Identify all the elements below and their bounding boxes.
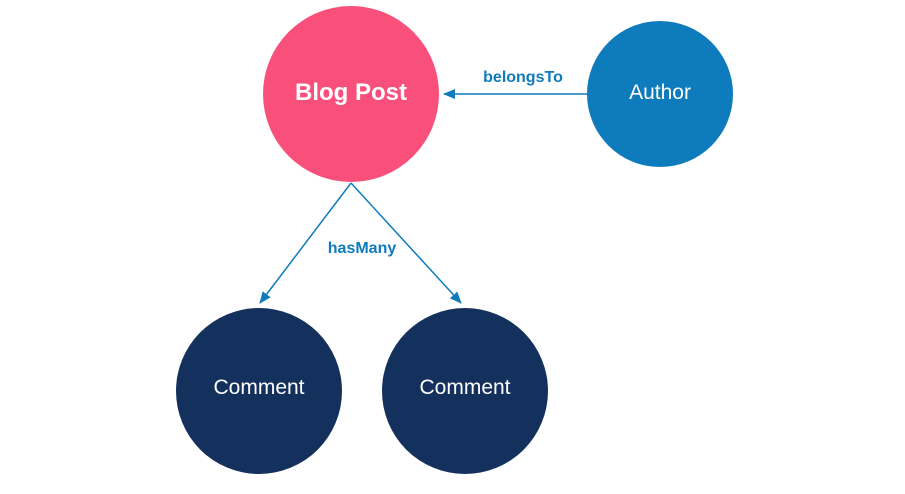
comment-2-label: Comment bbox=[419, 376, 510, 399]
comment-node-2[interactable]: Comment bbox=[382, 308, 548, 474]
comment-1-label: Comment bbox=[213, 376, 304, 399]
comment-1-circle bbox=[176, 308, 342, 474]
author-node[interactable]: Author bbox=[587, 21, 733, 167]
blog-post-circle bbox=[263, 6, 439, 182]
comment-2-circle bbox=[382, 308, 548, 474]
has-many-label: hasMany bbox=[328, 240, 397, 257]
belongs-to-label: belongsTo bbox=[483, 69, 563, 86]
blog-post-node[interactable]: Blog Post bbox=[263, 6, 439, 182]
author-label: Author bbox=[629, 81, 691, 104]
comment-node-1[interactable]: Comment bbox=[176, 308, 342, 474]
blog-post-label: Blog Post bbox=[295, 79, 407, 106]
has-many-arrow-left bbox=[259, 182, 352, 304]
author-circle bbox=[587, 21, 733, 167]
has-many-arrow-right bbox=[350, 182, 462, 304]
